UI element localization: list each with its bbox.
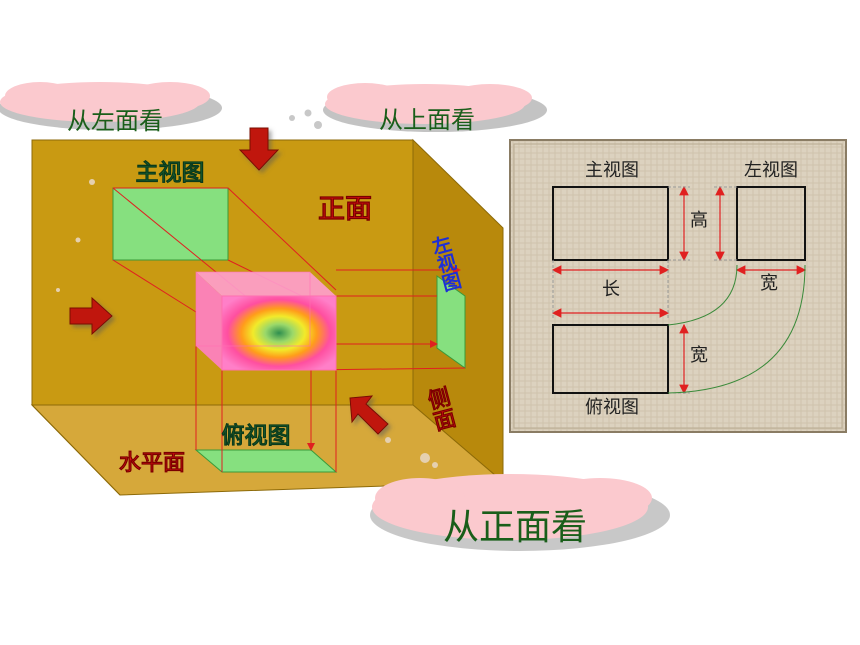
front-view-projection xyxy=(112,187,229,261)
panel-width-top-label: 宽 xyxy=(760,273,778,294)
cloud-left-label: 从左面看 xyxy=(67,107,163,135)
panel-left-view-label: 左视图 xyxy=(744,160,798,181)
front-view-label: 主视图 xyxy=(136,159,205,186)
arrow-up-left-icon xyxy=(349,395,389,435)
three-view-panel: 主视图 左视图 俯视图 xyxy=(509,139,847,433)
cloud-top: 从上面看 xyxy=(323,83,547,134)
cube-object xyxy=(195,271,337,371)
arrow-right-icon xyxy=(69,296,113,336)
top-view-label: 俯视图 xyxy=(222,422,291,449)
cloud-front-label: 从正面看 xyxy=(443,507,587,548)
panel-height-label: 高 xyxy=(690,210,708,231)
panel-front-view-rect xyxy=(552,186,669,261)
panel-top-view-label: 俯视图 xyxy=(585,397,639,418)
horizontal-plane-label: 水平面 xyxy=(119,451,185,476)
cloud-front: 从正面看 xyxy=(370,474,670,551)
panel-left-view-rect xyxy=(736,186,806,261)
panel-front-view-label: 主视图 xyxy=(585,160,639,181)
arrow-down-icon xyxy=(238,127,280,171)
cloud-left: 从左面看 xyxy=(0,82,222,135)
panel-width-side-label: 宽 xyxy=(690,345,708,366)
panel-length-label: 长 xyxy=(602,279,620,300)
cloud-dots xyxy=(289,109,322,129)
decor-dots xyxy=(56,179,438,468)
panel-top-view-rect xyxy=(552,324,669,394)
front-plane-label: 正面 xyxy=(318,194,372,225)
cloud-top-label: 从上面看 xyxy=(379,106,475,134)
